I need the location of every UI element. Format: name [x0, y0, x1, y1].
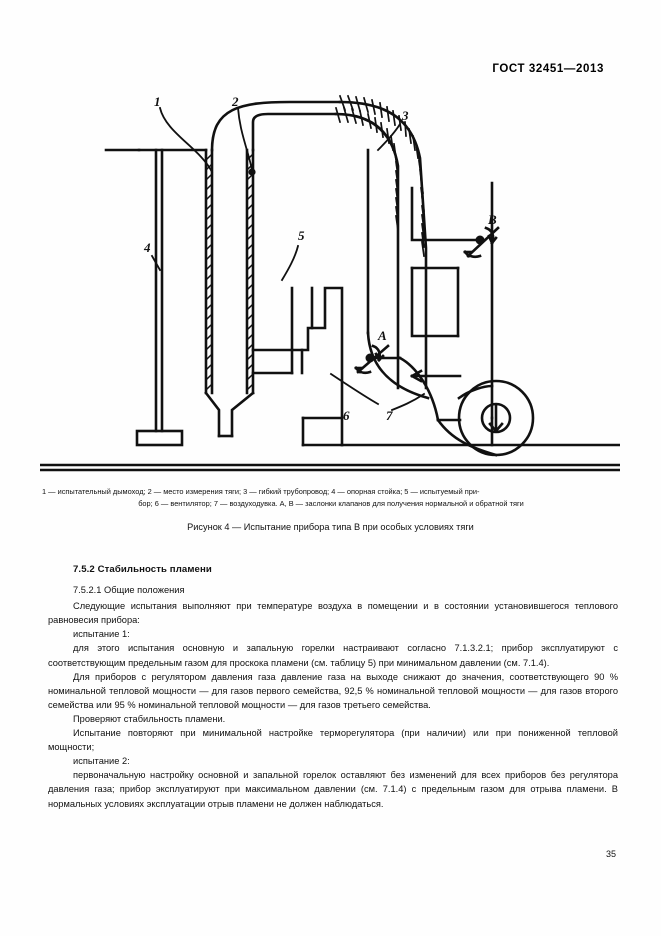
paragraph-repeat-test: Испытание повторяют при минимальной наст… — [48, 728, 618, 753]
draft-measure-point-marker — [248, 168, 256, 176]
figure-label-5: 5 — [298, 228, 305, 243]
figure-legend: 1 — испытательный дымоход; 2 — место изм… — [42, 486, 620, 509]
paragraph-test-1-label: испытание 1: — [73, 629, 130, 640]
paragraph-test-2-body: первоначальную настройку основной и запа… — [48, 770, 618, 809]
page-header-standard-number: ГОСТ 32451—2013 — [492, 63, 604, 75]
paragraph-check-flame-stability: Проверяют стабильность пламени. — [73, 713, 226, 724]
paragraph-test-1-body: для этого испытания основную и запальную… — [48, 643, 618, 668]
figure-4-diagram: 1 2 3 4 5 6 7 A B — [40, 88, 620, 478]
figure-label-3: 3 — [401, 108, 409, 123]
page-number: 35 — [605, 849, 616, 859]
figure-caption: Рисунок 4 — Испытание прибора типа В при… — [187, 522, 474, 532]
figure-label-4: 4 — [143, 240, 151, 255]
figure-legend-line-2: бор; 6 — вентилятор; 7 — воздуходувка. A… — [138, 498, 524, 508]
paragraph-test-2-label: испытание 2: — [73, 756, 130, 767]
figure-label-7: 7 — [386, 408, 393, 423]
figure-label-1: 1 — [154, 94, 161, 109]
heading-7-5-2-1: 7.5.2.1 Общие положения — [73, 585, 185, 596]
paragraph-general-conditions: Следующие испытания выполняют при темпер… — [48, 601, 618, 626]
figure-legend-line-1: 1 — испытательный дымоход; 2 — место изм… — [42, 487, 480, 496]
heading-7-5-2: 7.5.2 Стабильность пламени — [73, 564, 212, 575]
figure-label-valve-a: A — [377, 328, 387, 343]
paragraph-pressure-regulator: Для приборов с регулятором давления газа… — [48, 671, 618, 710]
figure-label-6: 6 — [343, 408, 350, 423]
figure-label-2: 2 — [231, 94, 239, 109]
test-rig-schematic: 1 2 3 4 5 6 7 A B — [40, 94, 620, 472]
figure-label-valve-b: B — [487, 212, 497, 227]
body-text: 7.5.2 Стабильность пламени 7.5.2.1 Общие… — [48, 563, 618, 811]
